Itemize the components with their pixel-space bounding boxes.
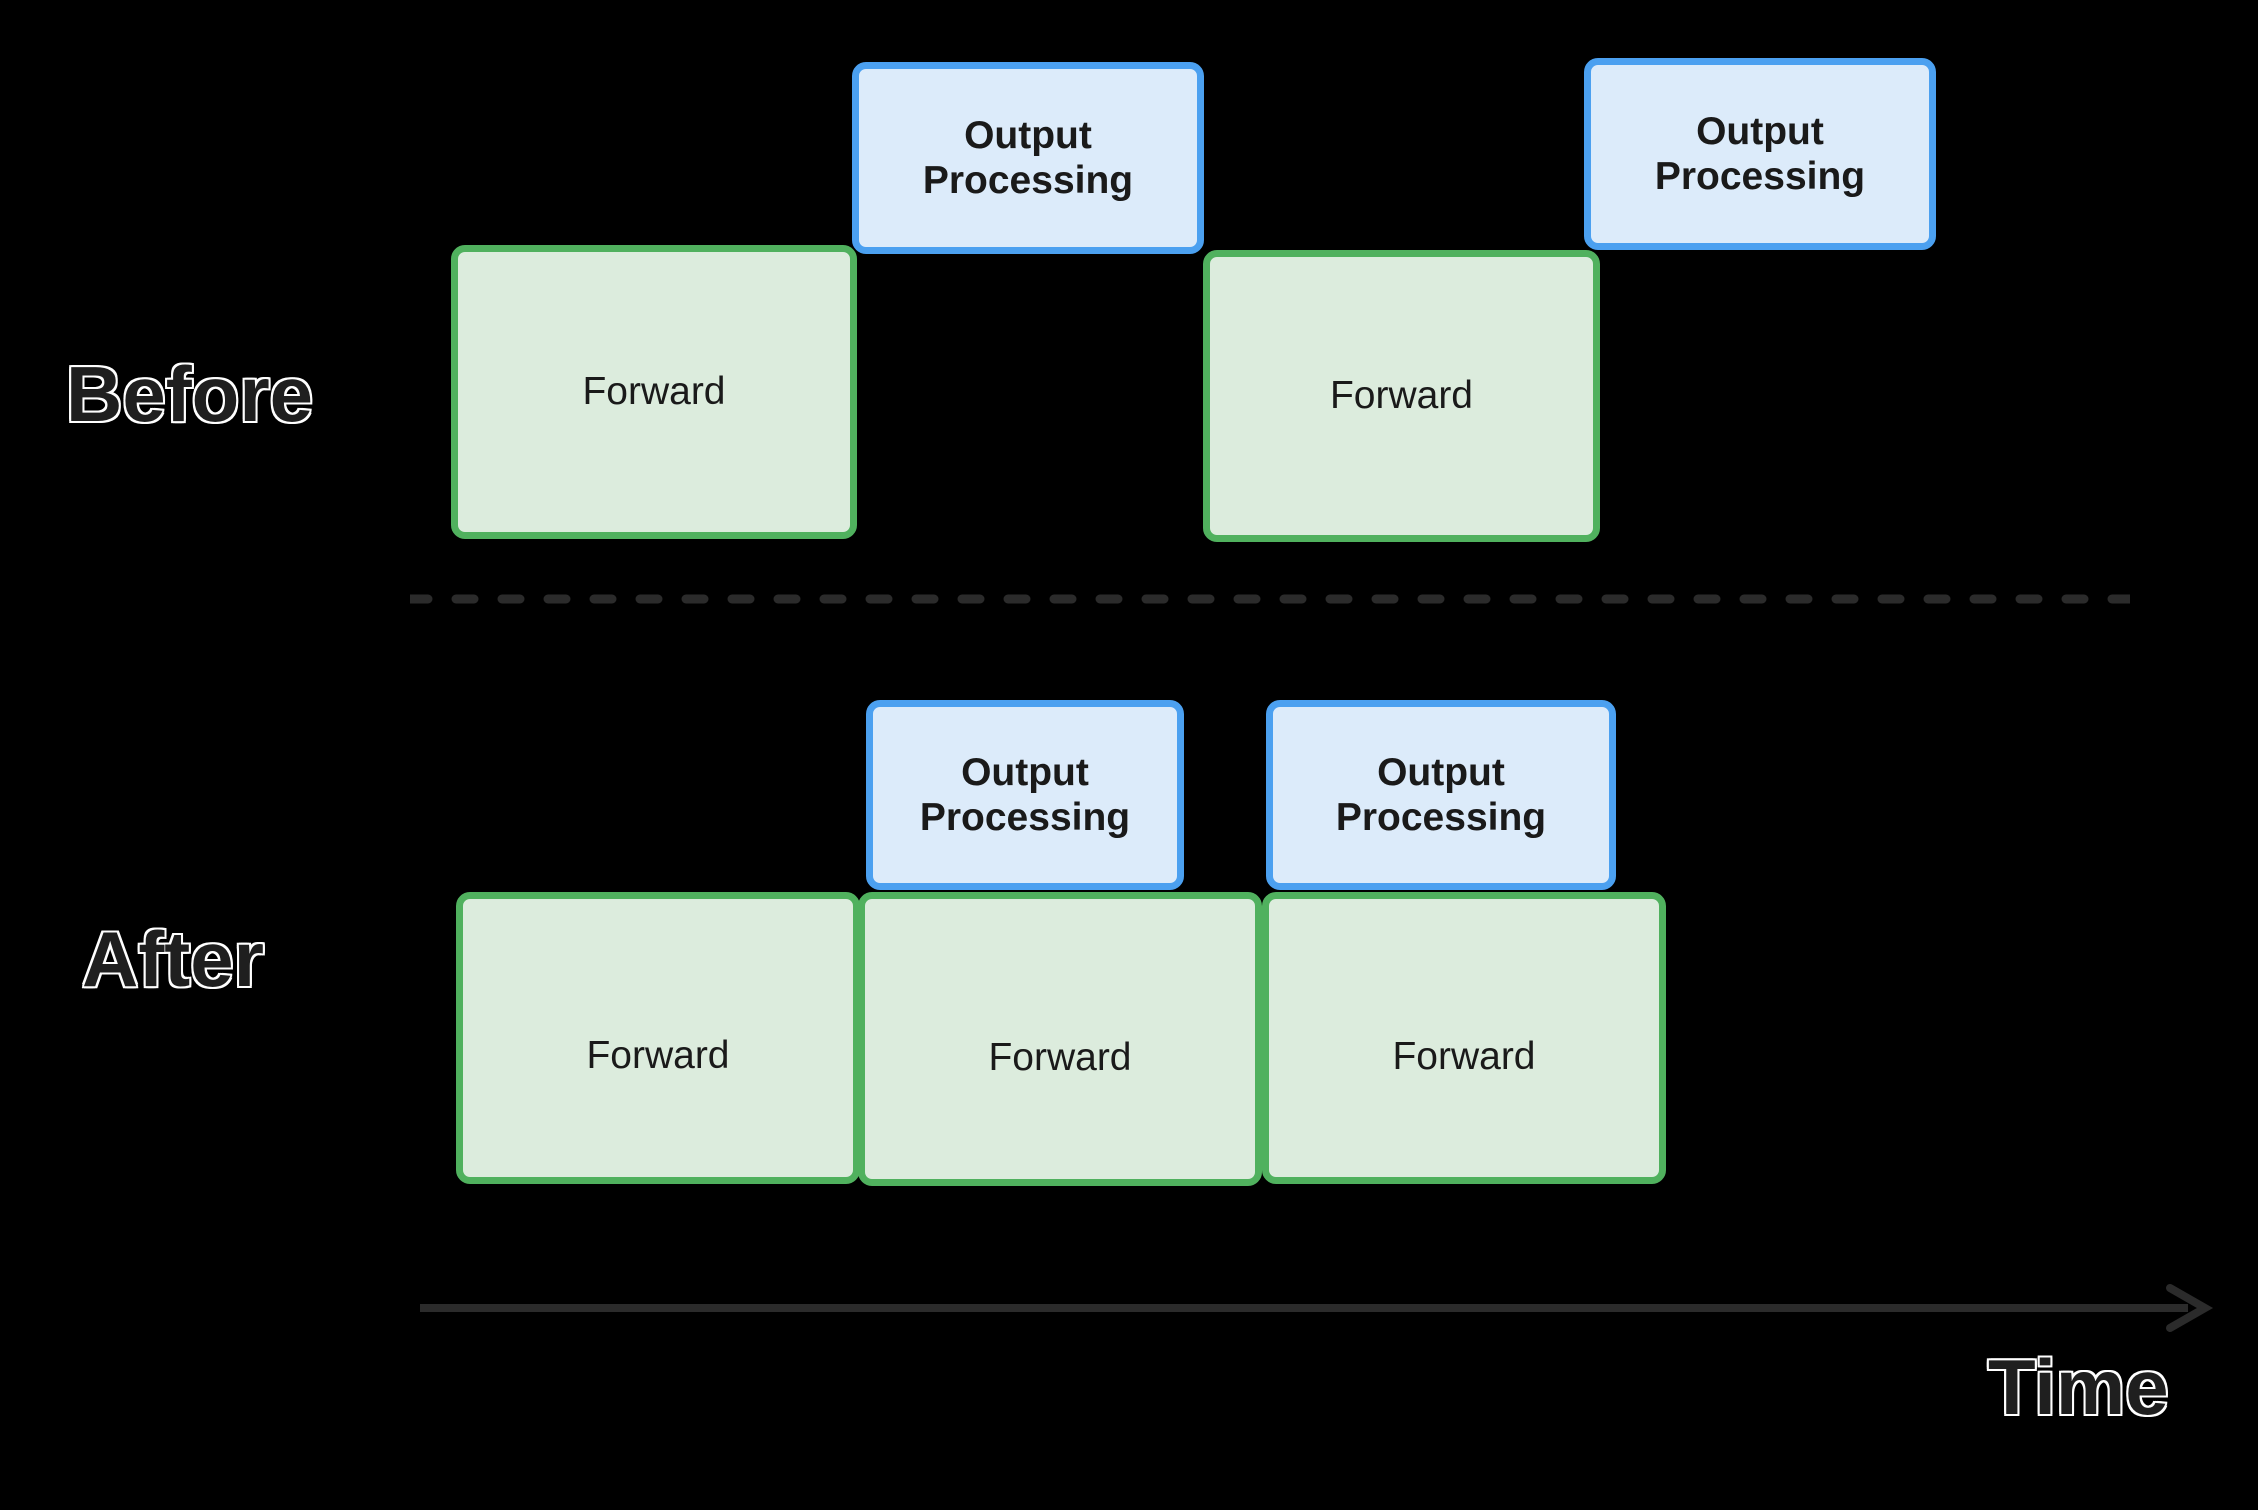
row-label-before: Before: [64, 350, 314, 438]
after-output-processing-label-1: Output Processing: [919, 750, 1131, 839]
before-forward-block-1: Forward: [451, 245, 857, 539]
after-forward-label-1: Forward: [586, 1034, 730, 1078]
after-output-processing-label-2: Output Processing: [1335, 750, 1547, 839]
before-output-processing-block-2: Output Processing: [1584, 58, 1936, 250]
time-axis-label: Time: [1987, 1343, 2171, 1431]
row-label-after: After: [80, 915, 265, 1003]
after-output-processing-block-2: Output Processing: [1266, 700, 1616, 890]
before-output-processing-block-1: Output Processing: [852, 62, 1204, 254]
after-output-processing-block-1: Output Processing: [866, 700, 1184, 890]
before-forward-label-2: Forward: [1329, 374, 1474, 418]
time-axis-arrowhead: [2166, 1284, 2214, 1332]
after-forward-label-3: Forward: [1392, 1035, 1536, 1079]
before-forward-block-2: Forward: [1203, 250, 1600, 542]
before-forward-label-1: Forward: [582, 370, 726, 414]
time-axis-arrow: [420, 1284, 2214, 1332]
after-forward-block-1: Forward: [456, 892, 860, 1184]
before-output-processing-label-2: Output Processing: [1654, 109, 1866, 198]
after-forward-block-3: Forward: [1262, 892, 1666, 1184]
before-output-processing-label-1: Output Processing: [922, 113, 1134, 202]
section-divider: [410, 594, 2130, 604]
after-forward-label-2: Forward: [988, 1036, 1132, 1080]
after-forward-block-2: Forward: [858, 892, 1262, 1186]
